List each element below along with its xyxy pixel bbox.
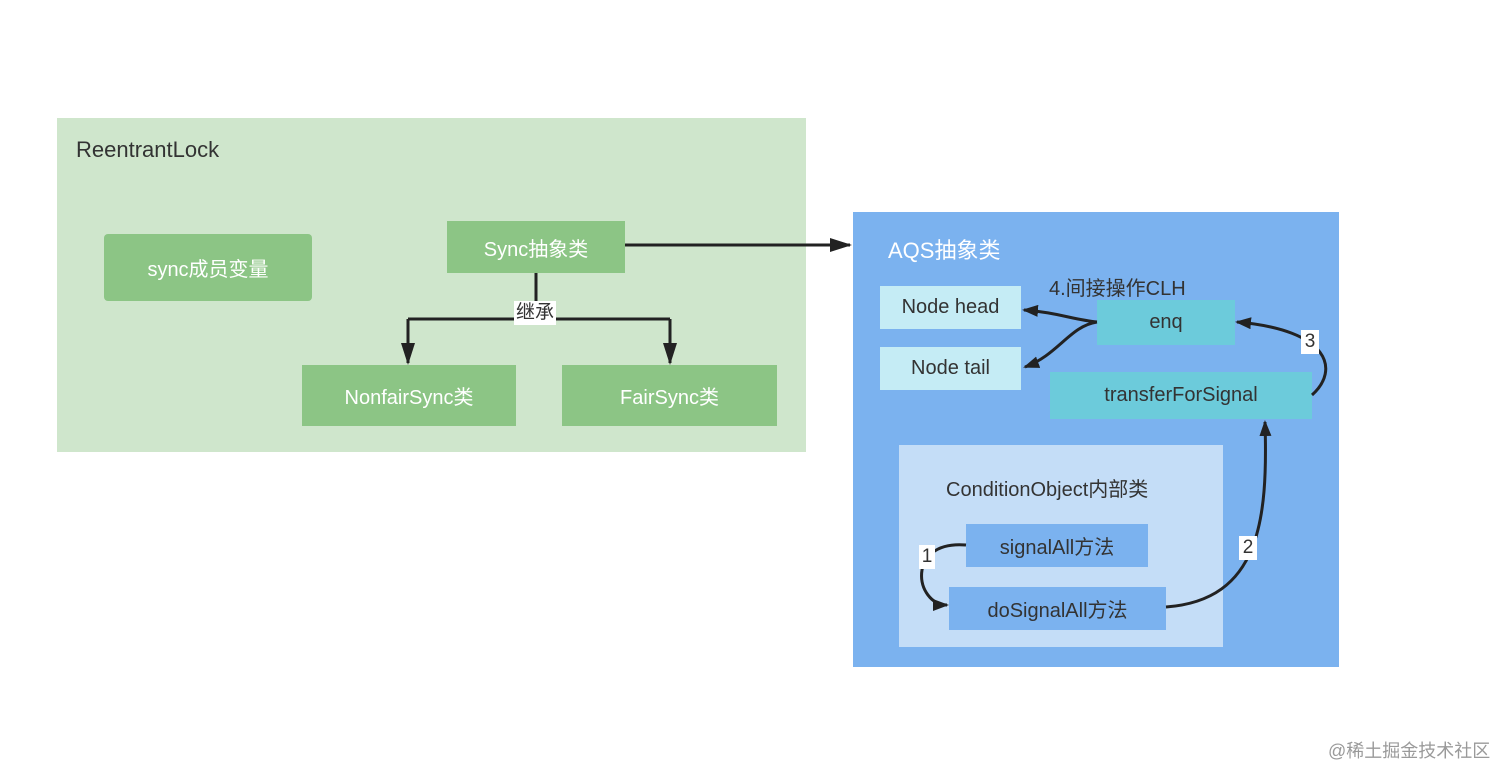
node-head-box: Node head	[880, 286, 1021, 329]
step-2-label: 2	[1239, 536, 1257, 560]
clh-label: 4.间接操作CLH	[1049, 278, 1186, 300]
nonfairsync-box: NonfairSync类	[302, 365, 516, 426]
node-tail-box: Node tail	[880, 347, 1021, 390]
reentrantlock-title: ReentrantLock	[76, 137, 220, 162]
transfer-for-signal-box: transferForSignal	[1050, 372, 1312, 419]
step-3-label: 3	[1301, 330, 1319, 354]
fairsync-box: FairSync类	[562, 365, 777, 426]
inherit-label: 继承	[514, 301, 557, 325]
aqs-title: AQS抽象类	[888, 238, 1001, 263]
do-signal-all-box: doSignalAll方法	[949, 587, 1166, 630]
enq-box: enq	[1097, 300, 1235, 345]
sync-member-box: sync成员变量	[104, 234, 312, 301]
sync-abstract-box: Sync抽象类	[447, 221, 625, 273]
watermark: @稀土掘金技术社区	[1328, 741, 1491, 761]
step-1-label: 1	[919, 545, 935, 569]
condition-object-title: ConditionObject内部类	[946, 479, 1149, 501]
signal-all-box: signalAll方法	[966, 524, 1148, 567]
